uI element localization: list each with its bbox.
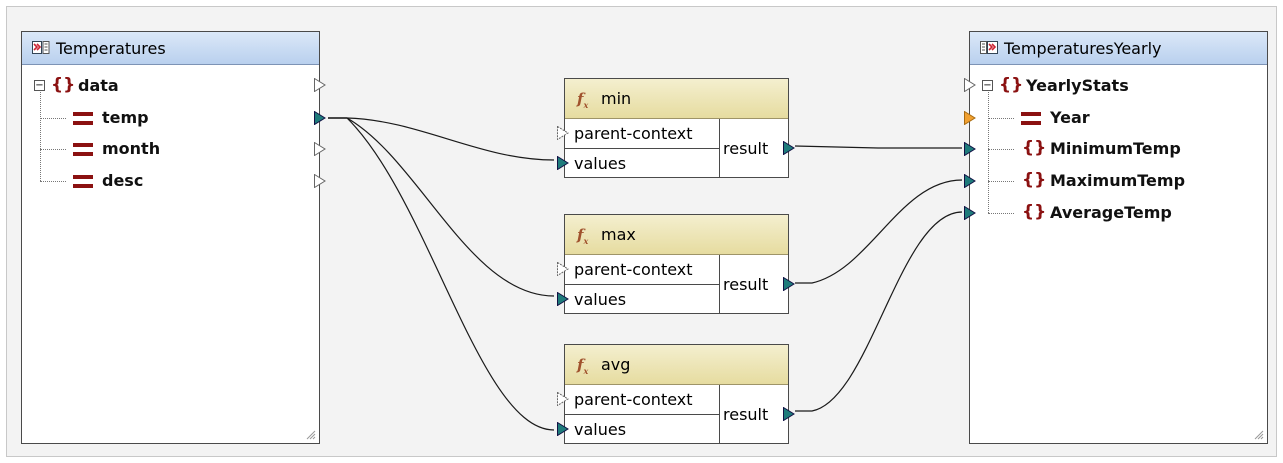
tree-row-averagetemp[interactable]: {} AverageTemp [970,197,1267,229]
tree-row-yearlystats[interactable]: − {} YearlyStats [970,70,1267,102]
output-label: result [723,405,769,424]
function-min[interactable]: fx min parent-context values result [557,78,795,179]
output-port-result[interactable] [783,407,795,421]
input-port-values[interactable] [557,422,569,436]
input-parent-context[interactable]: parent-context [565,119,719,149]
function-name: min [601,89,632,108]
function-name: avg [601,355,631,374]
output-port-desc[interactable] [314,174,326,188]
attribute-icon [73,112,93,125]
output-label: result [723,275,769,294]
item-label-maximumtemp: MaximumTemp [1050,171,1186,190]
target-file-icon [980,40,998,56]
source-component-header[interactable]: Temperatures [22,32,319,65]
function-header[interactable]: fx max [565,215,788,255]
function-name: max [601,225,636,244]
source-component[interactable]: Temperatures − {} data temp month desc [21,31,326,444]
output-port-result[interactable] [783,277,795,291]
function-avg[interactable]: fx avg parent-context values result [557,344,795,445]
element-icon: {} [1022,202,1047,222]
input-port-parent-context[interactable] [557,126,569,140]
function-header[interactable]: fx min [565,79,788,119]
input-port-averagetemp[interactable] [964,206,976,220]
output-port-data[interactable] [314,78,326,92]
item-label-month: month [102,139,161,158]
collapse-icon[interactable]: − [34,80,45,91]
input-label: values [574,290,627,309]
input-port-year[interactable] [964,111,976,125]
item-label-averagetemp: AverageTemp [1050,203,1172,222]
tree-row-minimumtemp[interactable]: {} MinimumTemp [970,133,1267,165]
function-max[interactable]: fx max parent-context values result [557,214,795,315]
target-component[interactable]: TemperaturesYearly − {} YearlyStats Year… [964,31,1268,444]
output-label: result [723,139,769,158]
source-file-icon [32,40,50,56]
tree-row-desc[interactable]: desc [22,165,319,197]
collapse-icon[interactable]: − [982,80,993,91]
function-icon: fx [577,355,589,376]
attribute-icon [73,143,93,156]
input-label: values [574,420,627,439]
element-icon: {} [51,75,76,95]
tree-row-data[interactable]: − {} data [22,70,319,102]
item-label-temp: temp [102,108,149,127]
item-label-minimumtemp: MinimumTemp [1050,139,1181,158]
input-port-yearlystats[interactable] [964,78,976,92]
input-port-parent-context[interactable] [557,392,569,406]
output-result[interactable]: result [723,400,768,430]
tree-row-year[interactable]: Year [970,102,1267,134]
output-result[interactable]: result [723,270,768,300]
function-icon: fx [577,89,589,110]
element-icon: {} [1022,170,1047,190]
output-port-month[interactable] [314,142,326,156]
tree-row-maximumtemp[interactable]: {} MaximumTemp [970,165,1267,197]
output-port-temp[interactable] [314,111,326,125]
input-values[interactable]: values [565,285,719,315]
resize-grip-icon[interactable] [306,430,316,440]
input-port-values[interactable] [557,292,569,306]
source-component-title: Temperatures [56,38,166,58]
input-port-parent-context[interactable] [557,262,569,276]
input-port-values[interactable] [557,156,569,170]
input-label: parent-context [574,260,693,279]
output-port-result[interactable] [783,141,795,155]
input-values[interactable]: values [565,415,719,445]
input-label: parent-context [574,390,693,409]
input-port-maximumtemp[interactable] [964,174,976,188]
tree-row-temp[interactable]: temp [22,102,319,134]
input-port-minimumtemp[interactable] [964,142,976,156]
target-component-title: TemperaturesYearly [1004,38,1162,58]
resize-grip-icon[interactable] [1254,430,1264,440]
attribute-icon [1021,112,1041,125]
input-values[interactable]: values [565,149,719,179]
input-parent-context[interactable]: parent-context [565,385,719,415]
input-label: parent-context [574,124,693,143]
item-label-year: Year [1050,108,1090,127]
item-label-data: data [78,76,119,95]
item-label-yearlystats: YearlyStats [1026,76,1129,95]
function-icon: fx [577,225,589,246]
output-result[interactable]: result [723,134,768,164]
item-label-desc: desc [102,171,144,190]
function-header[interactable]: fx avg [565,345,788,385]
attribute-icon [73,175,93,188]
tree-row-month[interactable]: month [22,133,319,165]
element-icon: {} [1022,138,1047,158]
target-component-header[interactable]: TemperaturesYearly [970,32,1267,65]
element-icon: {} [999,75,1024,95]
input-label: values [574,154,627,173]
input-parent-context[interactable]: parent-context [565,255,719,285]
